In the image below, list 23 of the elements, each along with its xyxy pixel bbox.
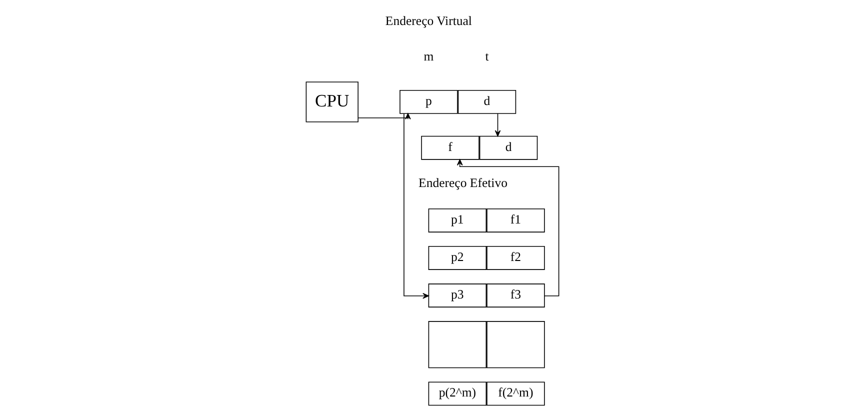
node-box: f(2^m) xyxy=(486,382,545,406)
node-box: d xyxy=(458,90,516,114)
label: Endereço Virtual xyxy=(385,14,472,28)
node-box: CPU xyxy=(306,82,358,122)
arrow xyxy=(494,113,501,136)
node-box: p(2^m) xyxy=(428,382,487,406)
node-box: p3 xyxy=(428,284,487,308)
node-box: f1 xyxy=(486,208,545,232)
node-box: f xyxy=(421,136,480,160)
node-box xyxy=(428,321,487,368)
node-box: p2 xyxy=(428,246,487,270)
node-box: f2 xyxy=(486,246,545,270)
label: t xyxy=(485,49,489,64)
node-box: p1 xyxy=(428,208,487,232)
node-box xyxy=(486,321,545,368)
label: m xyxy=(424,49,434,64)
node-box: d xyxy=(479,136,538,160)
arrow xyxy=(456,159,560,296)
node-box: f3 xyxy=(486,284,545,308)
arrow xyxy=(358,113,411,120)
node-box: p xyxy=(400,90,458,114)
label: Endereço Efetivo xyxy=(418,176,508,190)
arrow xyxy=(404,113,429,299)
